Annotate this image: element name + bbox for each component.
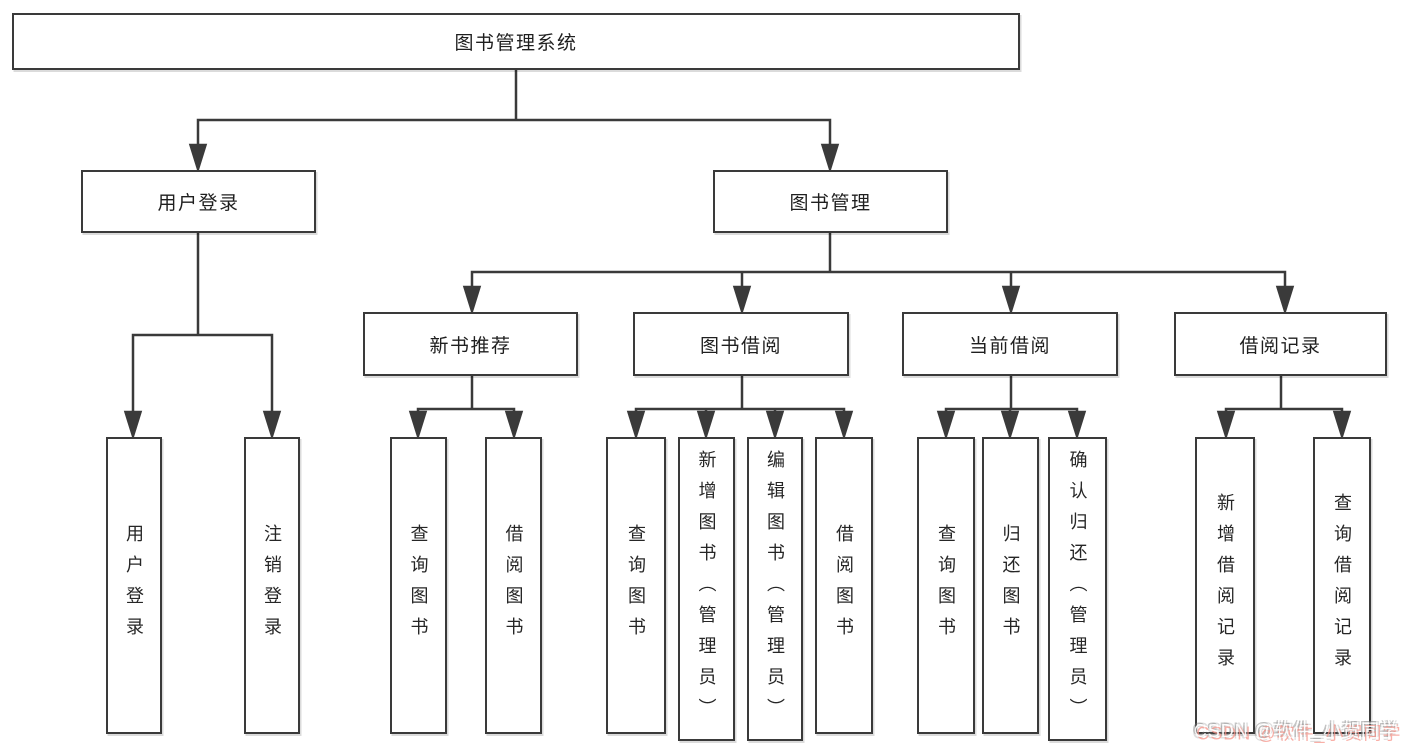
connector-borrowing-records — [1224, 376, 1344, 414]
arrowhead — [936, 410, 956, 441]
arrowhead — [696, 410, 716, 441]
arrowhead — [834, 410, 854, 441]
leaf-label: 借阅图书 — [834, 523, 854, 648]
connector-current-borrowing — [944, 376, 1079, 414]
node-system-root: 图书管理系统 — [12, 13, 1020, 70]
leaf-label: 查询图书 — [626, 523, 646, 648]
connector-new-book-recommendation — [416, 376, 516, 414]
leaf-borrow-query-books: 查询图书 — [606, 437, 666, 734]
arrowhead — [262, 410, 282, 441]
leaf-recommend-query-books: 查询图书 — [390, 437, 447, 734]
leaf-borrow-add-books-admin: 新增图书（管理员） — [678, 437, 735, 741]
leaf-label: 新增图书（管理员） — [696, 449, 717, 729]
arrowhead — [626, 410, 646, 441]
arrowhead — [1332, 410, 1352, 441]
node-borrowing-records: 借阅记录 — [1174, 312, 1387, 376]
arrowhead — [765, 410, 785, 441]
arrowhead — [1001, 285, 1021, 316]
node-label: 用户登录 — [157, 193, 240, 214]
arrowhead — [462, 285, 482, 316]
arrowhead — [820, 143, 840, 174]
connector-book-management — [470, 233, 1287, 289]
arrowhead — [1275, 285, 1295, 316]
leaf-records-query-record: 查询借阅记录 — [1313, 437, 1371, 734]
leaf-label: 新增借阅记录 — [1215, 492, 1235, 679]
node-user-login: 用户登录 — [81, 170, 316, 233]
node-label: 图书借阅 — [699, 335, 782, 357]
connector-user-login — [131, 233, 274, 414]
arrowhead — [408, 410, 428, 441]
node-book-management: 图书管理 — [713, 170, 948, 233]
connector-book-borrowing — [634, 376, 846, 414]
arrowhead — [1067, 410, 1087, 441]
arrowhead — [732, 285, 752, 316]
node-label: 当前借阅 — [968, 335, 1051, 357]
leaf-logout: 注销登录 — [244, 437, 300, 734]
node-label: 图书管理系统 — [454, 33, 578, 54]
leaf-current-query-books: 查询图书 — [917, 437, 975, 734]
leaf-label: 注销登录 — [262, 523, 282, 648]
arrowhead — [1216, 410, 1236, 441]
leaf-borrow-edit-books-admin: 编辑图书（管理员） — [747, 437, 803, 741]
leaf-label: 用户登录 — [124, 523, 144, 648]
watermark: CSDN @软件_小贺同学 — [1193, 721, 1399, 741]
leaf-label: 查询图书 — [936, 523, 956, 648]
arrowhead — [188, 143, 208, 174]
leaf-records-add-record: 新增借阅记录 — [1195, 437, 1255, 734]
leaf-label: 借阅图书 — [503, 523, 524, 648]
leaf-label: 归还图书 — [1000, 523, 1021, 648]
node-current-borrowing: 当前借阅 — [902, 312, 1118, 376]
leaf-recommend-borrow-books: 借阅图书 — [485, 437, 542, 734]
leaf-current-return-books: 归还图书 — [982, 437, 1039, 734]
connector-root — [196, 70, 832, 147]
leaf-user-login: 用户登录 — [106, 437, 162, 734]
leaf-label: 查询借阅记录 — [1332, 492, 1352, 679]
leaf-borrow-borrow-books: 借阅图书 — [815, 437, 873, 734]
arrowhead — [1000, 410, 1020, 441]
node-label: 图书管理 — [789, 193, 872, 214]
node-book-borrowing: 图书借阅 — [633, 312, 849, 376]
leaf-label: 确认归还（管理员） — [1067, 449, 1088, 729]
node-new-book-recommendation: 新书推荐 — [363, 312, 578, 376]
arrowhead — [123, 410, 143, 441]
leaf-current-confirm-return-admin: 确认归还（管理员） — [1048, 437, 1107, 741]
leaf-label: 编辑图书（管理员） — [765, 449, 785, 729]
leaf-label: 查询图书 — [408, 523, 429, 648]
node-label: 借阅记录 — [1239, 335, 1322, 357]
arrowhead — [504, 410, 524, 441]
node-label: 新书推荐 — [429, 335, 512, 357]
